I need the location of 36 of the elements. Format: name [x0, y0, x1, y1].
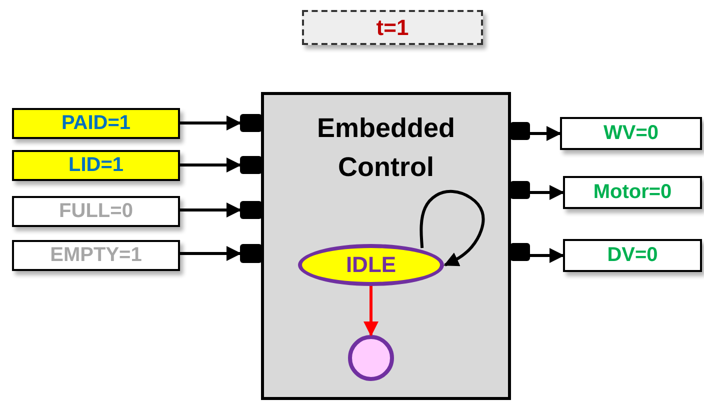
- input-signal-box: [12, 196, 180, 227]
- port-square: [240, 244, 262, 263]
- signal-label: Motor=0: [593, 181, 672, 204]
- signal-label: IDLE: [346, 251, 396, 280]
- port-square: [510, 181, 530, 199]
- arrow: [180, 116, 242, 130]
- port-square: [240, 201, 262, 219]
- time-box: [302, 10, 483, 45]
- signal-label: WV=0: [603, 122, 659, 145]
- port-square: [240, 114, 262, 132]
- signal-label: LID=1: [68, 154, 124, 177]
- arrow: [364, 286, 378, 336]
- input-signal-box: [12, 150, 180, 181]
- signal-label: t=1: [376, 14, 409, 40]
- signal-label: DV=0: [607, 244, 658, 267]
- output-signal-box: [563, 176, 702, 209]
- arrow: [530, 248, 564, 263]
- signal-label: FULL=0: [59, 200, 133, 223]
- output-signal-box: [563, 239, 702, 272]
- signal-label: Embedded Control: [316, 112, 456, 184]
- signal-label: PAID=1: [61, 112, 131, 135]
- output-signal-box: [560, 117, 702, 150]
- signal-label: EMPTY=1: [50, 244, 142, 267]
- input-signal-box: [12, 108, 180, 139]
- arrow: [420, 190, 485, 266]
- controller-box: [261, 92, 511, 400]
- port-square: [510, 122, 530, 140]
- arrow: [180, 158, 242, 172]
- arrow: [180, 246, 242, 261]
- state-circle: [348, 335, 394, 381]
- arrow: [180, 202, 242, 218]
- arrow: [530, 185, 564, 200]
- port-square: [510, 243, 530, 261]
- port-square: [240, 156, 262, 174]
- input-signal-box: [12, 240, 180, 271]
- arrow: [530, 126, 562, 141]
